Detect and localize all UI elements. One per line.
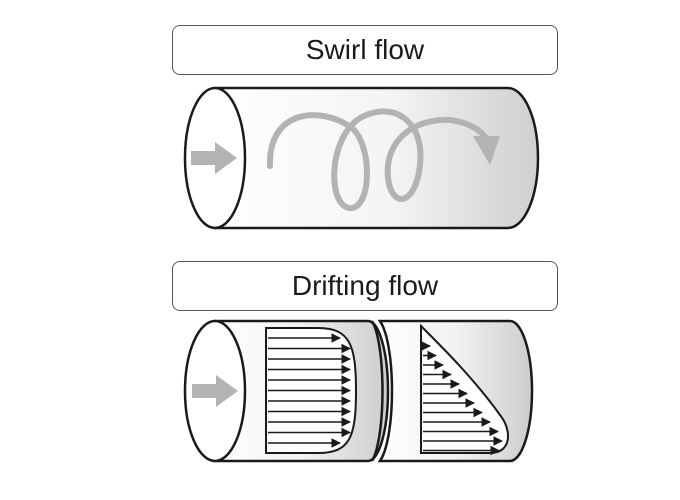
drifting-flow-label-text: Drifting flow	[291, 270, 439, 301]
drift-inlet-arrow-icon	[192, 375, 238, 407]
drift-tube-right	[377, 319, 534, 463]
swirl-flow-label-text: Swirl flow	[305, 34, 425, 65]
drifting-flow-label: Drifting flow	[172, 261, 558, 311]
tube-break-left	[370, 320, 384, 462]
swirl-flow-label: Swirl flow	[172, 25, 558, 75]
swirl-tube	[183, 86, 540, 230]
uniform-profile-arrows	[268, 333, 351, 448]
skewed-profile-arrows	[421, 341, 503, 456]
swirl-helix	[266, 108, 493, 211]
swirl-arrowhead-icon	[473, 136, 500, 165]
swirl-inlet-arrow-icon	[191, 142, 237, 174]
drift-tube-left	[183, 319, 390, 463]
